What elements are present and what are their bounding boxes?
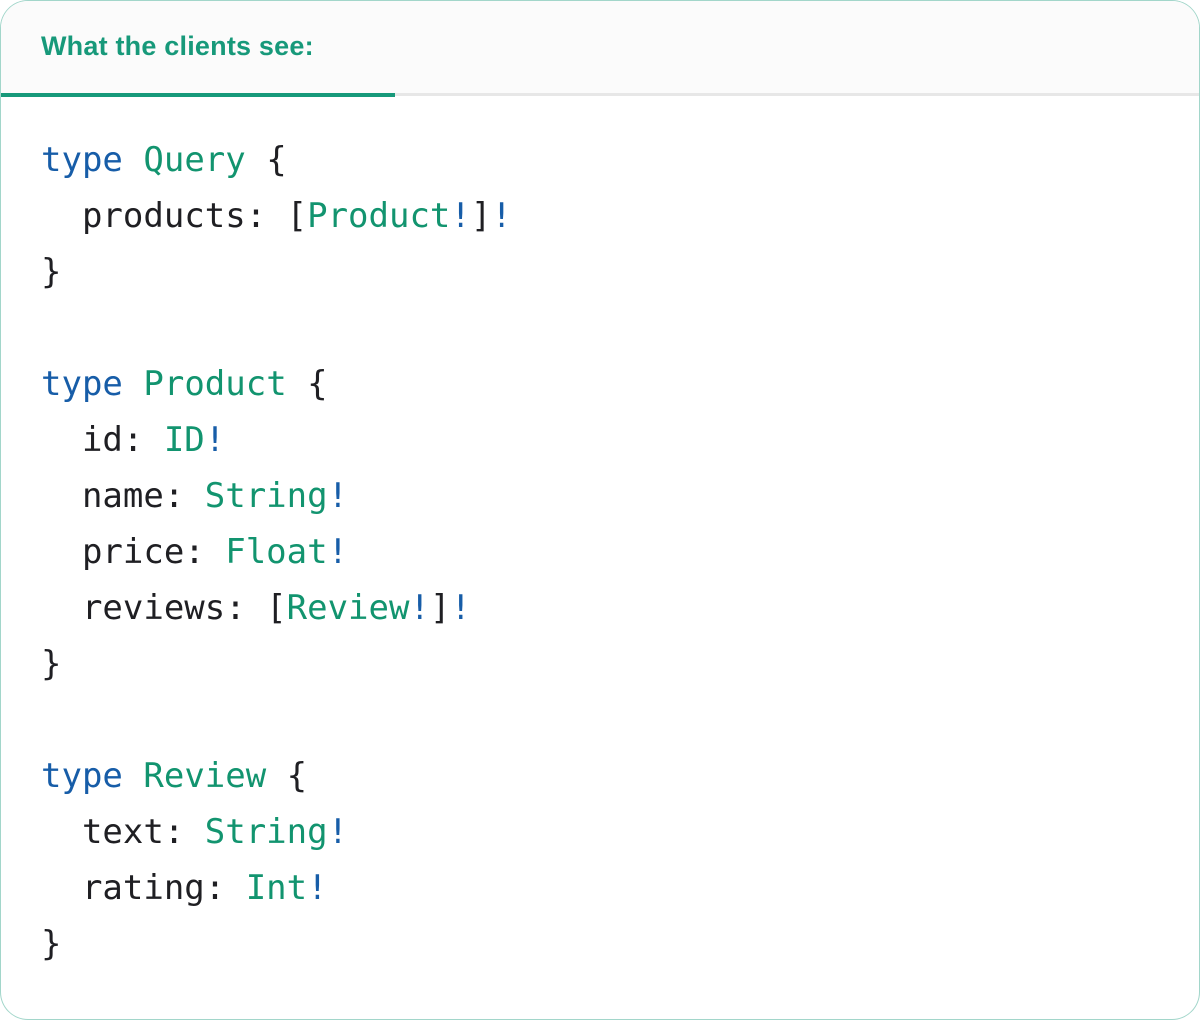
code-line: text: String! [41, 804, 1169, 860]
code-line: } [41, 636, 1169, 692]
code-token-plain: reviews: [ [41, 588, 287, 628]
code-token-plain [123, 756, 143, 796]
code-line: name: String! [41, 468, 1169, 524]
code-token-bang: ! [450, 588, 471, 628]
code-token-plain: ] [470, 196, 492, 236]
code-line: } [41, 916, 1169, 972]
code-token-type: Review [286, 588, 410, 628]
code-token-type: Int [245, 868, 308, 908]
code-token-plain: } [41, 924, 62, 964]
code-line: reviews: [Review!]! [41, 580, 1169, 636]
code-token-type: String [204, 476, 328, 516]
code-token-plain: { [286, 364, 328, 404]
code-token-bang: ! [327, 812, 349, 852]
code-line: rating: Int! [41, 860, 1169, 916]
code-token-plain: } [41, 252, 62, 292]
code-token-plain: text: [41, 812, 205, 852]
code-token-plain: { [266, 756, 308, 796]
code-token-type: Product [307, 196, 451, 236]
code-token-bang: ! [409, 588, 430, 628]
code-token-bang: ! [307, 868, 328, 908]
code-token-plain: rating: [41, 868, 246, 908]
code-token-kw: type [41, 364, 123, 404]
tab-what-clients-see[interactable]: What the clients see: [1, 1, 395, 97]
code-token-bang: ! [450, 196, 471, 236]
code-token-bang: ! [204, 420, 226, 460]
tab-label: What the clients see: [41, 31, 314, 62]
code-line: products: [Product!]! [41, 188, 1169, 244]
code-token-plain: ] [429, 588, 451, 628]
code-line: type Product { [41, 356, 1169, 412]
code-token-plain: { [245, 140, 287, 180]
code-token-plain: } [41, 644, 62, 684]
code-token-bang: ! [327, 532, 349, 572]
code-token-plain: products: [ [41, 196, 308, 236]
code-token-type: Query [143, 140, 246, 180]
code-token-type: Review [143, 756, 267, 796]
code-token-plain [123, 364, 143, 404]
code-token-kw: type [41, 140, 123, 180]
code-line: type Review { [41, 748, 1169, 804]
code-token-bang: ! [491, 196, 512, 236]
code-line: price: Float! [41, 524, 1169, 580]
code-token-bang: ! [327, 476, 349, 516]
code-token-kw: type [41, 756, 123, 796]
code-token-plain: name: [41, 476, 205, 516]
code-token-plain: id: [41, 420, 164, 460]
code-block: type Query { products: [Product!]!} type… [1, 96, 1199, 972]
code-token-plain: price: [41, 532, 226, 572]
code-line [41, 300, 1169, 356]
panel-tab-bar: What the clients see: [1, 1, 1199, 97]
code-line: } [41, 244, 1169, 300]
code-token-type: Float [225, 532, 328, 572]
code-line: type Query { [41, 132, 1169, 188]
code-token-type: String [204, 812, 328, 852]
code-token-type: ID [163, 420, 205, 460]
code-token-plain [123, 140, 143, 180]
code-line: id: ID! [41, 412, 1169, 468]
code-line [41, 692, 1169, 748]
code-token-type: Product [143, 364, 287, 404]
